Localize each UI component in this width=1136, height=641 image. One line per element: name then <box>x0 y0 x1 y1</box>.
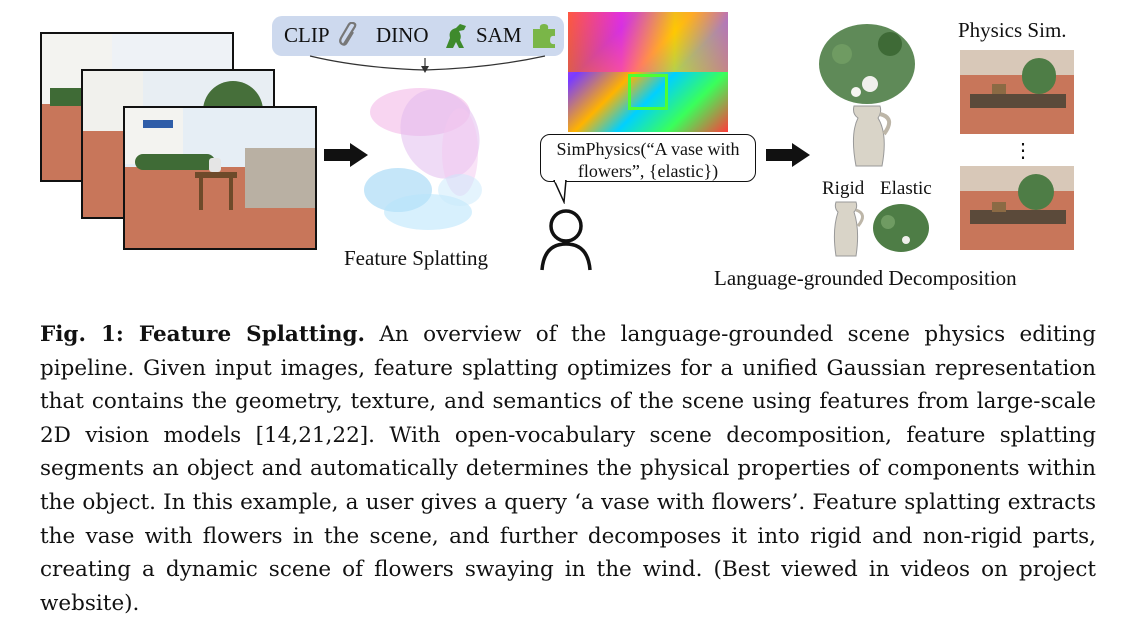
elastic-flowers-image <box>873 204 929 252</box>
physics-sim-label: Physics Sim. <box>958 18 1067 42</box>
figure: CLIP DINO SAM Feature Splatting SimPhysi <box>0 0 1136 300</box>
input-image-front <box>123 106 317 250</box>
vase-with-flowers-image <box>819 24 915 167</box>
model-clip: CLIP <box>284 23 330 47</box>
bubble-tail <box>553 180 567 204</box>
model-dino: DINO <box>376 23 429 47</box>
frames-ellipsis: ⋮ <box>1013 140 1033 162</box>
rigid-label: Rigid <box>822 178 865 199</box>
query-line-1: SimPhysics(“A vase with <box>556 139 740 159</box>
dinosaur-icon <box>446 24 466 48</box>
query-speech-bubble: SimPhysics(“A vase with flowers”, {elast… <box>540 134 756 182</box>
query-line-2: flowers”, {elastic}) <box>577 161 719 181</box>
gaussian-splats-illustration <box>364 88 482 230</box>
caption-label: Fig. 1: Feature Splatting. <box>40 322 366 347</box>
arrow-right-icon <box>324 143 368 167</box>
puzzle-piece-icon <box>533 24 555 48</box>
figure-caption: Fig. 1: Feature Splatting. An overview o… <box>40 318 1096 620</box>
model-sam: SAM <box>476 23 522 47</box>
decomposition-label: Language-grounded Decomposition <box>714 266 1017 290</box>
rigid-vase-image <box>833 201 864 257</box>
foundation-models-pill: CLIP DINO SAM <box>272 16 564 56</box>
feature-splatting-label: Feature Splatting <box>344 246 489 270</box>
feature-map-image <box>568 12 728 132</box>
caption-text: An overview of the language-grounded sce… <box>40 322 1096 616</box>
arrow-right-icon-2 <box>766 143 810 167</box>
user-icon <box>540 209 592 271</box>
physics-sim-frame-2 <box>960 166 1074 250</box>
paperclip-icon <box>339 22 357 46</box>
elastic-label: Elastic <box>880 178 932 199</box>
model-connector-lines <box>309 55 546 73</box>
physics-sim-frame-1 <box>960 50 1074 134</box>
